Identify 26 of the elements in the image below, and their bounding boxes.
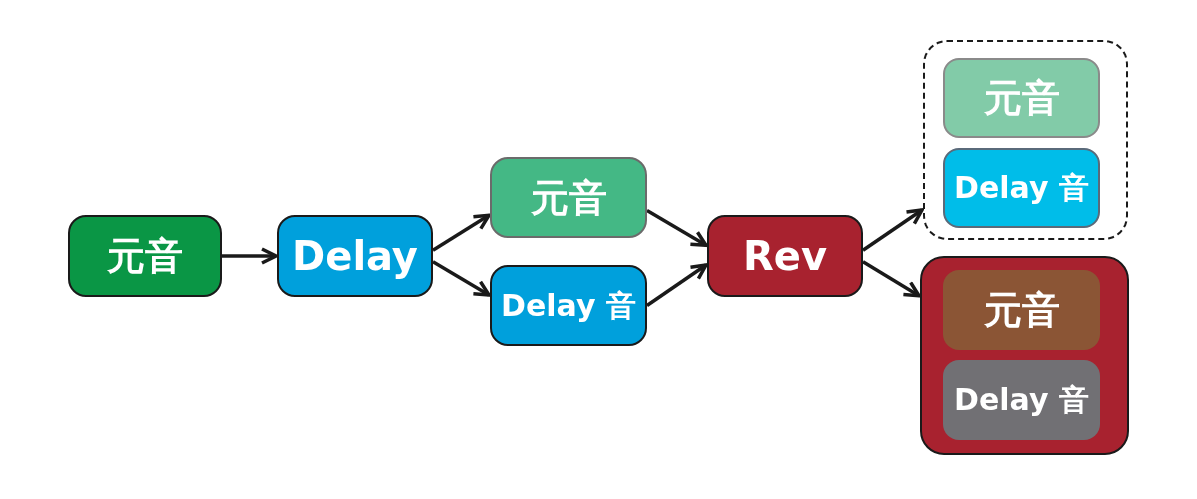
box-label: Rev [743, 236, 827, 276]
process-box [277, 215, 433, 297]
box-label: Delay 音 [501, 290, 636, 321]
box-label: 元音 [983, 79, 1060, 117]
arrow [646, 263, 708, 307]
arrow [222, 247, 278, 265]
process-box [490, 265, 647, 346]
dashed-group-box [923, 40, 1128, 240]
process-box [490, 157, 647, 238]
box-label: Delay 音 [954, 385, 1089, 415]
box-label: 元音 [107, 237, 183, 275]
group-box [920, 256, 1129, 455]
process-box [943, 58, 1100, 138]
process-box [707, 215, 863, 297]
process-box [943, 270, 1100, 350]
box-label: Delay 音 [954, 173, 1089, 203]
arrow [432, 213, 491, 252]
arrow [862, 208, 924, 252]
process-box [943, 148, 1100, 228]
box-label: 元音 [530, 178, 607, 217]
arrow [432, 260, 491, 297]
process-box [943, 360, 1100, 440]
arrow [862, 260, 921, 298]
arrow [646, 208, 708, 248]
process-box [68, 215, 222, 297]
box-label: 元音 [983, 291, 1060, 329]
